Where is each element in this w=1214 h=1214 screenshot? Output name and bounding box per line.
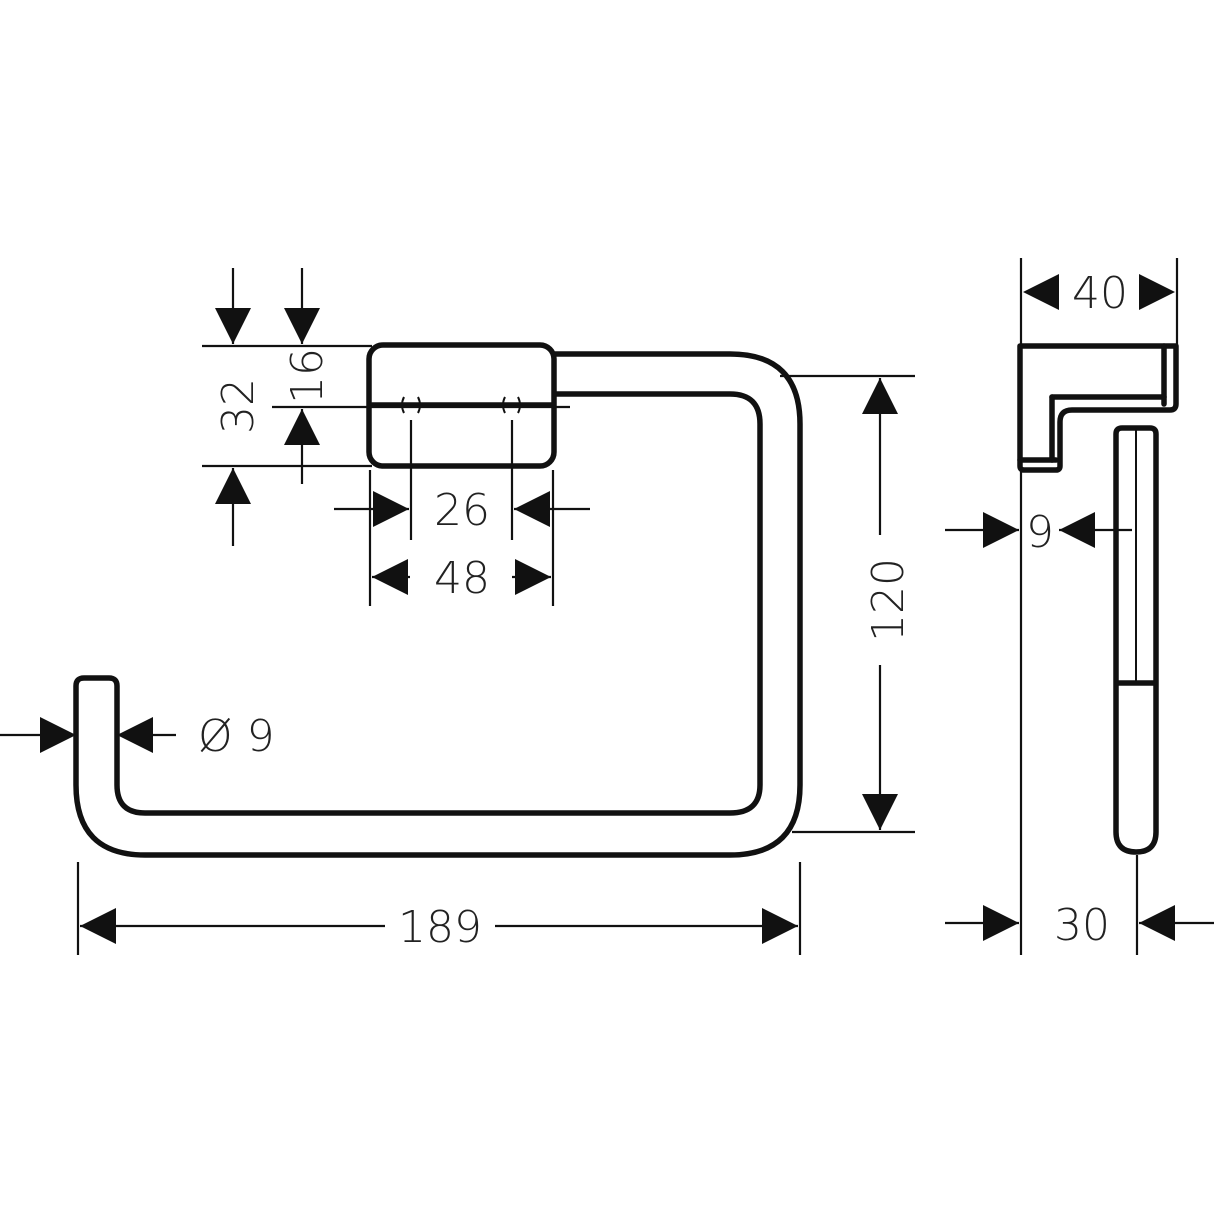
dim-diameter-label: Ø 9	[198, 711, 275, 762]
side-mount-profile	[1017, 343, 1179, 473]
dim-48-label: 48	[434, 553, 490, 604]
screw-mark-left	[401, 396, 421, 414]
dim-32-label: 32	[213, 378, 264, 434]
dim-screw-offset: 16	[282, 268, 333, 484]
ring-bar-outer	[73, 351, 803, 858]
side-view	[1017, 343, 1179, 855]
dim-40-label: 40	[1072, 268, 1128, 319]
dim-16-label: 16	[282, 348, 333, 404]
dim-bar-diameter: Ø 9	[0, 711, 275, 762]
dim-30-label: 30	[1054, 900, 1110, 951]
dim-26-label: 26	[434, 485, 490, 536]
dim-9-side-label: 9	[1026, 507, 1054, 558]
dim-overall-width: 189	[76, 862, 802, 955]
dim-120-label: 120	[863, 558, 914, 642]
dim-mount-height: 32	[202, 268, 570, 546]
dim-screw-spacing: 26	[334, 420, 590, 540]
dim-189-label: 189	[398, 902, 482, 953]
dim-side-depth: 40	[1019, 258, 1179, 346]
dim-side-bar-offset: 9	[945, 470, 1132, 955]
screw-mark-right	[502, 396, 521, 414]
dim-mount-width: 48	[368, 470, 555, 606]
dim-overall-height: 120	[780, 374, 915, 834]
front-view	[73, 342, 803, 858]
dim-side-projection: 30	[945, 855, 1214, 955]
